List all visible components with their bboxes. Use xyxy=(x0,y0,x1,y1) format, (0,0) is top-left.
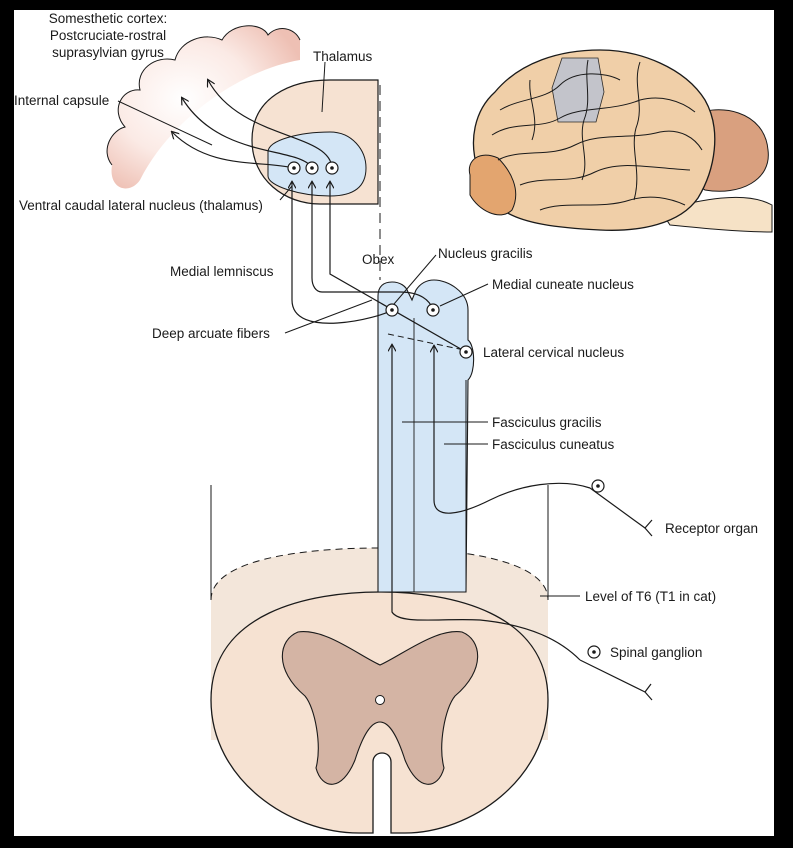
ganglion-fiber xyxy=(391,595,581,661)
label-level: Level of T6 (T1 in cat) xyxy=(585,589,716,604)
leader-nucleus-gracilis xyxy=(393,254,437,305)
leader-thalamus xyxy=(321,61,326,113)
label-nucleus-gracilis: Nucleus gracilis xyxy=(438,246,533,261)
projection-fiber-1 xyxy=(172,132,295,169)
lemniscus-fiber-1 xyxy=(292,182,393,324)
receptor-fiber xyxy=(433,482,591,514)
label-fasciculus-gracilis: Fasciculus gracilis xyxy=(492,415,602,430)
label-cortex-line1: Somesthetic cortex: xyxy=(49,11,168,26)
cortex-edge xyxy=(106,25,301,166)
neuron-cell-body-icon xyxy=(591,479,605,493)
lemniscus-fiber-3 xyxy=(330,182,467,353)
label-medial-lemniscus: Medial lemniscus xyxy=(170,264,274,279)
receptor-distal-fiber xyxy=(589,487,646,529)
leader-internal-capsule xyxy=(117,100,213,146)
leader-lines xyxy=(117,61,580,597)
label-lateral-cervical-nucleus: Lateral cervical nucleus xyxy=(483,345,624,360)
neuron-cell-body-icon xyxy=(459,345,473,359)
thalamus xyxy=(251,79,379,205)
receptor-terminal xyxy=(644,519,653,537)
deep-arcuate-dashed xyxy=(387,333,465,351)
neuron-cell-body-icon xyxy=(305,161,319,175)
dorsal-column-tract xyxy=(377,279,475,593)
dorsal-columns xyxy=(377,279,475,593)
lemniscus-fiber-2 xyxy=(312,182,434,311)
label-vcl-nucleus: Ventral caudal lateral nucleus (thalamus… xyxy=(19,198,263,213)
label-internal-capsule: Internal capsule xyxy=(14,93,109,108)
neuron-cell-body-icon xyxy=(287,161,301,175)
neuron-cell-body-icon xyxy=(426,303,440,317)
projection-fiber-3 xyxy=(208,80,333,169)
label-cortex-line2: Postcruciate-rostral xyxy=(50,28,166,43)
leader-deep-arcuate xyxy=(284,299,373,334)
neuron-cell-body-icon xyxy=(325,161,339,175)
leader-vcl xyxy=(279,185,293,201)
grey-matter xyxy=(281,631,479,785)
central-canal xyxy=(375,695,385,705)
label-cortex-line3: suprasylvian gyrus xyxy=(52,45,164,60)
label-spinal-ganglion: Spinal ganglion xyxy=(610,645,702,660)
olfactory-region xyxy=(468,154,517,216)
neuron-cell-body-icon xyxy=(385,303,399,317)
label-medial-cuneate-nucleus: Medial cuneate nucleus xyxy=(492,277,634,292)
label-fasciculus-cuneatus: Fasciculus cuneatus xyxy=(492,437,615,452)
labels: Somesthetic cortex: Postcruciate-rostral… xyxy=(14,11,758,660)
neuron-cell-body-icon xyxy=(587,645,601,659)
label-obex: Obex xyxy=(362,252,395,267)
label-deep-arcuate-fibers: Deep arcuate fibers xyxy=(152,326,270,341)
ganglion-distal-fiber xyxy=(579,659,646,693)
label-thalamus: Thalamus xyxy=(313,49,373,64)
cell-bodies xyxy=(287,161,605,659)
somesthetic-cortex xyxy=(107,25,300,189)
gyri-lines xyxy=(491,59,703,211)
brain-illustration xyxy=(468,49,773,233)
leader-medial-cuneate xyxy=(439,283,489,307)
label-receptor-organ: Receptor organ xyxy=(665,521,758,536)
cord-upper-edge xyxy=(210,547,549,601)
cerebrum xyxy=(472,49,716,231)
fiber-paths xyxy=(172,80,646,693)
ganglion-terminal xyxy=(644,683,653,701)
projection-fiber-2 xyxy=(182,98,313,169)
spinal-cord-segment xyxy=(210,485,549,834)
somesthetic-area-highlight xyxy=(551,57,605,123)
